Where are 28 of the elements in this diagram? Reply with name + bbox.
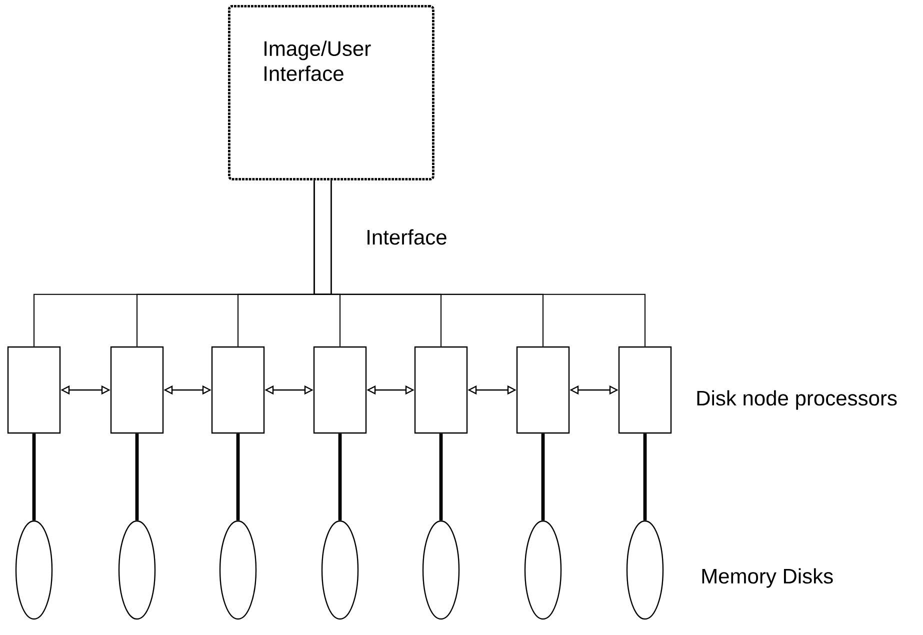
processor-box — [414, 346, 468, 434]
connector-line — [236, 434, 240, 520]
disk-ellipse — [626, 520, 664, 620]
connector-line — [338, 434, 342, 520]
connector-line — [541, 434, 545, 520]
processor-box — [516, 346, 570, 434]
disk-ellipse — [15, 520, 53, 620]
box-label: Image/User Interface — [264, 40, 371, 82]
processor-box — [211, 346, 265, 434]
connector-line — [135, 434, 139, 520]
disk-ellipse — [321, 520, 359, 620]
bus-line — [314, 180, 646, 347]
processor-box — [618, 346, 672, 434]
connector-line — [643, 434, 647, 520]
connector-line — [32, 434, 36, 520]
text-label: Interface — [368, 229, 446, 245]
disk-ellipse — [118, 520, 156, 620]
text-label: Memory Disks — [702, 568, 833, 588]
disk-ellipse — [219, 520, 257, 620]
disk-ellipse — [524, 520, 562, 620]
processor-box — [313, 346, 367, 434]
disk-ellipse — [422, 520, 460, 620]
processor-box — [7, 346, 61, 434]
bus-line — [238, 180, 332, 347]
connector-line — [439, 434, 443, 520]
dotted-box — [228, 5, 434, 180]
text-label: Disk node processors — [697, 390, 897, 410]
processor-box — [110, 346, 164, 434]
